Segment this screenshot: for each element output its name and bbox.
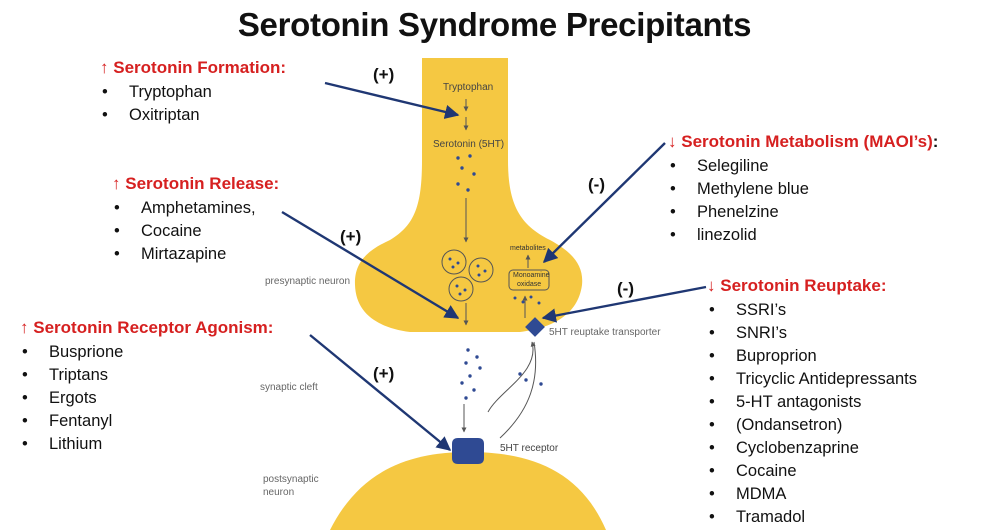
list-item: Ergots [20, 387, 273, 410]
list-item: Methylene blue [668, 178, 938, 201]
postsynaptic-neuron-shape [330, 452, 606, 530]
pointer-arrow-icon [309, 334, 452, 451]
reuptake-heading: ↓ Serotonin Reuptake: [707, 276, 887, 295]
receptor-shape [452, 438, 484, 464]
group-formation: ↑ Serotonin Formation: Tryptophan Oxitri… [100, 57, 286, 127]
reuptake-transporter [525, 317, 545, 337]
list-item: 5-HT antagonists [707, 391, 917, 414]
formation-list: Tryptophan Oxitriptan [100, 81, 286, 127]
metabolites-label: metabolites [510, 245, 546, 252]
list-item-continuation: (Ondansetron) [707, 414, 917, 437]
list-item: Mirtazapine [112, 243, 279, 266]
diagram-title: Serotonin Syndrome Precipitants [237, 6, 752, 43]
presynaptic-neuron-shape [354, 58, 583, 332]
monoamine-oxidase-box [508, 269, 550, 291]
metabolism-list: Selegiline Methylene blue Phenelzine lin… [668, 155, 938, 247]
up-arrow-icon: ↑ [112, 174, 121, 193]
list-item: Oxitriptan [100, 104, 286, 127]
serotonin-molecules [456, 154, 476, 192]
list-item: Selegiline [668, 155, 938, 178]
group-reuptake: ↓ Serotonin Reuptake: SSRI’s SNRI’s Bupr… [707, 275, 917, 529]
release-list: Amphetamines, Cocaine Mirtazapine [112, 197, 279, 266]
agonism-sign: (+) [373, 364, 395, 383]
postsynaptic-label-line1: postsynaptic [263, 474, 319, 485]
pointer-arrow-icon [281, 210, 460, 320]
mao-label-line2: oxidase [517, 281, 542, 288]
down-arrow-icon: ↓ [707, 276, 716, 295]
receptor-label: 5HT receptor [500, 443, 559, 454]
agonism-heading: ↑ Serotonin Receptor Agonism: [20, 318, 274, 337]
list-item: MDMA [707, 483, 917, 506]
list-item: Busprione [20, 341, 273, 364]
pointer-arrow-icon [541, 285, 707, 323]
reuptake-transporter-label: 5HT reuptake transporter [549, 327, 661, 338]
down-arrow-icon: ↓ [668, 132, 677, 151]
list-item: Triptans [20, 364, 273, 387]
agonism-list: Busprione Triptans Ergots Fentanyl Lithi… [20, 341, 273, 456]
list-item: Cocaine [707, 460, 917, 483]
group-agonism: ↑ Serotonin Receptor Agonism: Busprione … [20, 317, 273, 456]
metabolism-sign: (-) [588, 175, 605, 194]
list-item: Lithium [20, 433, 273, 456]
pointer-arrow-icon [542, 142, 666, 264]
list-item: Cyclobenzaprine [707, 437, 917, 460]
list-item: SSRI’s [707, 299, 917, 322]
up-arrow-icon: ↑ [100, 58, 109, 77]
presynaptic-label: presynaptic neuron [265, 276, 351, 287]
synaptic-cleft-label: synaptic cleft [260, 382, 318, 393]
release-sign: (+) [340, 227, 362, 246]
serotonin-label: Serotonin (5HT) [433, 139, 505, 150]
vesicle-icon [441, 249, 494, 302]
list-item: Tramadol [707, 506, 917, 529]
release-heading: ↑ Serotonin Release: [112, 174, 280, 193]
metabolism-heading: ↓ Serotonin Metabolism (MAOI’s): [668, 132, 939, 151]
list-item: Buproprion [707, 345, 917, 368]
list-item: Amphetamines, [112, 197, 279, 220]
group-release: ↑ Serotonin Release: Amphetamines, Cocai… [112, 173, 279, 266]
list-item: Fentanyl [20, 410, 273, 433]
reuptake-sign: (-) [617, 279, 634, 298]
formation-sign: (+) [373, 65, 395, 84]
tryptophan-label: Tryptophan [443, 82, 494, 93]
list-item: SNRI’s [707, 322, 917, 345]
up-arrow-icon: ↑ [20, 318, 29, 337]
reuptake-list: SSRI’s SNRI’s Buproprion Tricyclic Antid… [707, 299, 917, 529]
list-item: Tryptophan [100, 81, 286, 104]
postsynaptic-label-line2: neuron [263, 487, 295, 498]
cleft-serotonin [460, 348, 543, 400]
pointer-arrow-icon [324, 81, 460, 119]
list-item: linezolid [668, 224, 938, 247]
formation-heading: ↑ Serotonin Formation: [100, 58, 287, 77]
list-item: Phenelzine [668, 201, 938, 224]
list-item: Cocaine [112, 220, 279, 243]
list-item: Tricyclic Antidepressants [707, 368, 917, 391]
group-metabolism: ↓ Serotonin Metabolism (MAOI’s): Selegil… [668, 131, 938, 247]
mao-label-line1: Monoamine [513, 272, 550, 279]
